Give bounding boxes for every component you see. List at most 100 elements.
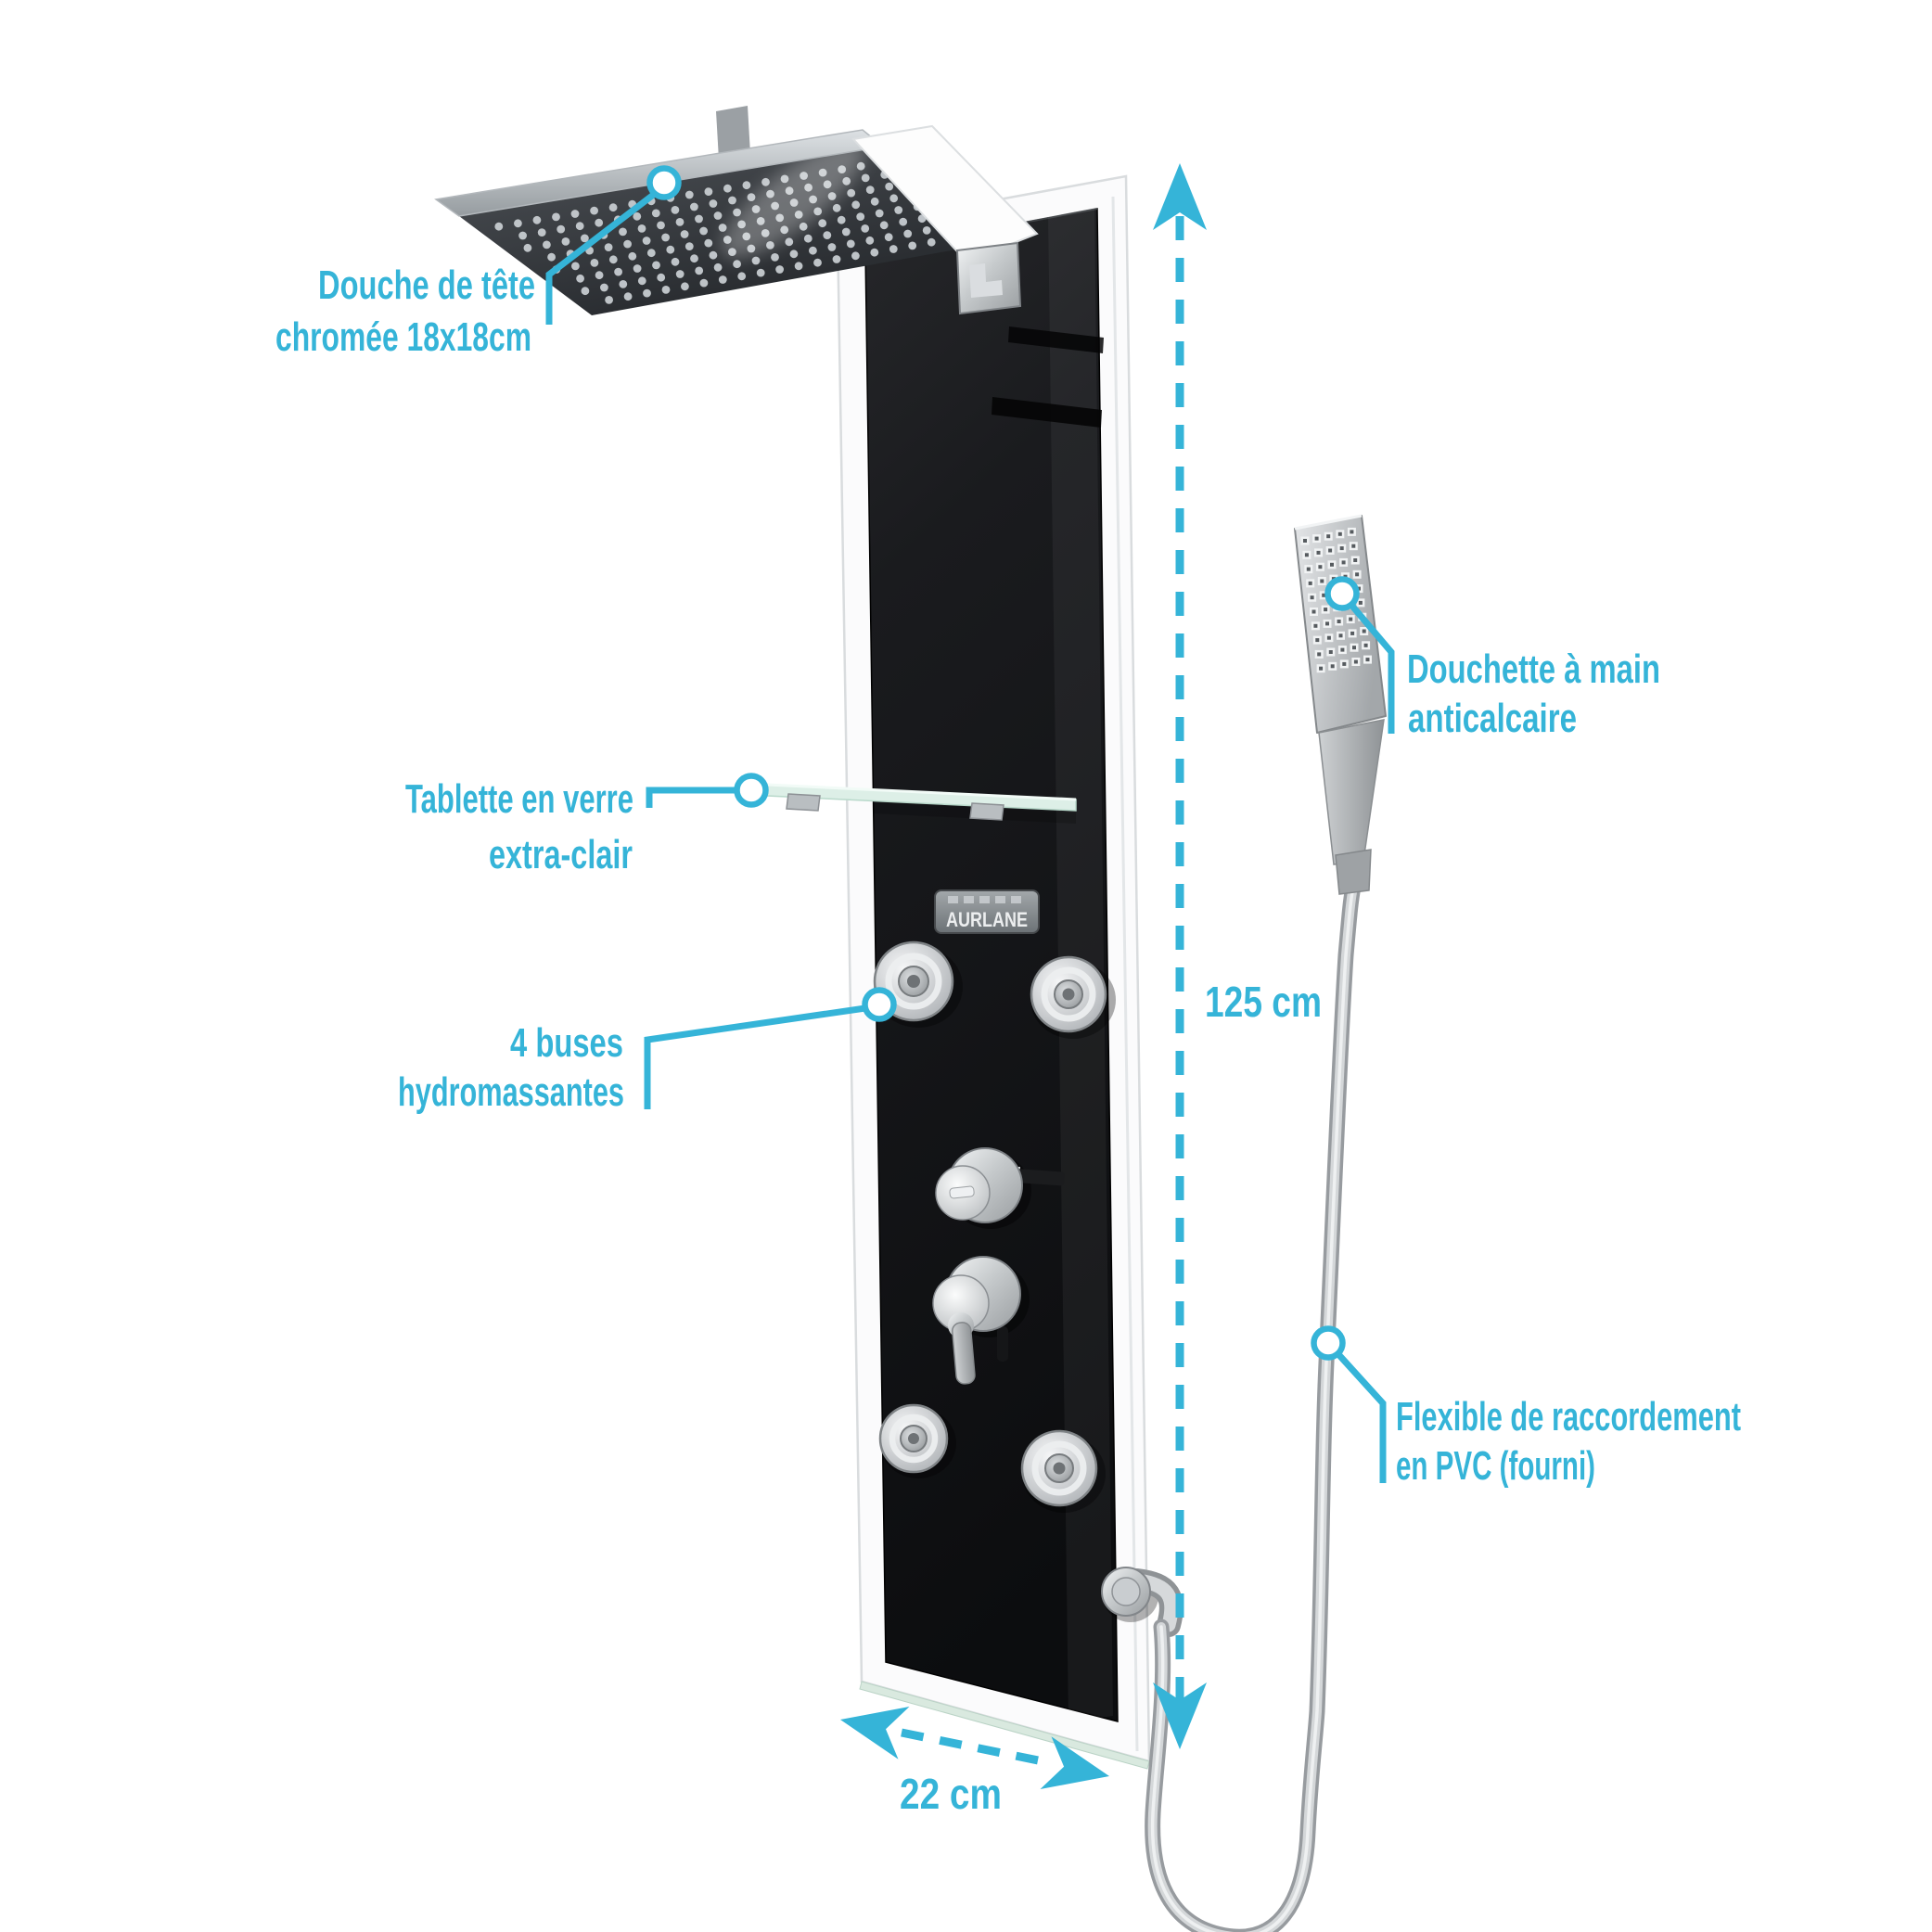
callout-marker-circle	[734, 773, 769, 808]
rain-nozzle-dot	[927, 237, 936, 247]
rain-nozzle-dot	[537, 228, 546, 237]
rain-nozzle-dot	[894, 206, 903, 214]
rain-nozzle-dot	[827, 243, 837, 251]
rain-nozzle-dot	[633, 264, 642, 273]
rain-nozzle-dot	[646, 249, 656, 258]
rain-nozzle-dot	[709, 250, 718, 260]
rain-nozzle-dot	[851, 200, 861, 210]
rain-nozzle-dot	[856, 212, 865, 222]
rain-nozzle-dot	[675, 270, 685, 278]
rain-nozzle-dot	[794, 262, 803, 271]
rain-nozzle-dot	[870, 248, 879, 257]
hand-shower-nozzle-center	[1357, 586, 1361, 591]
rain-nozzle-dot	[823, 231, 832, 239]
jet-center	[907, 975, 920, 988]
waterfall-slot-lower	[992, 397, 1102, 428]
rain-nozzle-dot	[847, 188, 856, 198]
jet-ring	[885, 953, 942, 1010]
hand-shower-nozzle-center	[1337, 620, 1341, 623]
hand-shower-nozzle-center	[1337, 531, 1342, 536]
massage-jet-bottom-right	[1020, 1429, 1106, 1513]
rain-nozzle-dot	[884, 233, 893, 242]
jet-center	[908, 1433, 919, 1444]
rain-nozzle-dot	[523, 243, 532, 252]
hand-shower-nozzle-center	[1340, 647, 1345, 652]
rain-nozzle-dot	[575, 222, 584, 231]
hand-shower-hose-nut	[1335, 849, 1372, 895]
rain-nozzle-dot	[576, 274, 584, 283]
hand-shower-cap-edge	[1294, 514, 1363, 531]
rain-nozzle-dot	[908, 241, 917, 250]
rain-nozzle-dot	[561, 237, 570, 246]
hand-shower-nozzle-center	[1351, 544, 1356, 548]
rain-nozzle-dot	[543, 240, 551, 249]
jet-ring	[1041, 966, 1096, 1022]
arrow-up-icon	[1153, 163, 1207, 230]
hand-shower-nozzle-center	[1330, 562, 1334, 567]
callout-leader	[644, 1004, 866, 1109]
hand-shower-nozzle-center	[1308, 581, 1312, 585]
shelf-label-line2: extra-clair	[489, 832, 633, 877]
rain-nozzle-dot	[789, 249, 799, 259]
rain-nozzle-dot	[590, 206, 598, 215]
callout-marker-circle	[646, 165, 682, 200]
hand-shower-nozzle-center	[1350, 530, 1354, 534]
panel-glass-edge-line	[1111, 196, 1139, 1752]
arrow-right-icon	[1040, 1736, 1109, 1789]
hand-shower-nozzle-center	[1353, 558, 1358, 562]
rain-nozzle-dot	[922, 226, 931, 235]
waterfall-slot-upper	[1008, 326, 1104, 353]
rain-nozzle-dot	[865, 186, 875, 195]
hand-shower-nozzle-center	[1349, 617, 1353, 621]
rain-nozzle-dot	[695, 266, 704, 275]
hand-shower-nozzle-center	[1350, 631, 1355, 635]
callout-marker-circle	[1324, 576, 1360, 611]
rain-nozzle-dot	[595, 271, 604, 280]
rain-nozzle-dot	[623, 292, 633, 301]
hand-shower-nozzle-center	[1341, 560, 1346, 565]
rain-nozzle-dot	[661, 286, 671, 294]
callout-jets: 4 buses hydromassantes	[398, 987, 897, 1115]
rain-nozzle-dot	[899, 217, 908, 226]
mixer-lever	[932, 1256, 1030, 1385]
rain-nozzle-dot	[619, 280, 628, 288]
rain-nozzle-dot	[742, 181, 751, 190]
arrow-down-icon	[1153, 1683, 1207, 1749]
hand-shower-nozzle-center	[1339, 546, 1344, 551]
rain-nozzle-dot	[851, 251, 860, 261]
badge-glyph	[1011, 896, 1021, 903]
rain-nozzle-dot	[547, 252, 556, 262]
callout-marker-circle	[862, 987, 897, 1022]
rain-nozzle-dot	[657, 221, 665, 230]
shelf-label-line1: Tablette en verre	[405, 776, 633, 822]
shower-arm-top-tab	[716, 106, 750, 160]
hand-shower-nozzle-center	[1314, 536, 1319, 541]
panel-bottom-glass-edge	[859, 1681, 1150, 1770]
hand-shower-nozzle-center	[1320, 579, 1324, 583]
massage-jet-top-right	[1030, 955, 1116, 1039]
rain-nozzle-dot	[803, 234, 812, 243]
hand-shower-nozzle-center	[1362, 629, 1366, 633]
rain-nozzle-dot	[514, 219, 522, 228]
rain-nozzle-dot	[671, 257, 680, 266]
badge-glyph	[995, 896, 1005, 903]
rain-nozzle-dot	[605, 296, 613, 304]
rain-nozzle-dot	[681, 282, 689, 291]
bracket-detail	[969, 263, 1003, 298]
rain-nozzle-dot	[494, 222, 504, 231]
hand-shower-nozzle-center	[1311, 609, 1316, 614]
outlet-flange-center	[1111, 1577, 1141, 1606]
rain-nozzle-dot	[590, 259, 599, 267]
brand-name: AURLANE	[946, 908, 1028, 931]
water-streak-highlight	[721, 140, 865, 259]
callout-hose: Flexible de raccordement en PVC (fourni)	[1311, 1325, 1741, 1489]
rain-nozzle-dot	[785, 237, 794, 247]
rain-nozzle-dot	[651, 209, 660, 218]
hand-shower-nozzle-center	[1306, 567, 1311, 571]
rain-nozzle-dot	[704, 187, 713, 197]
hand-shower-nozzle-center	[1317, 652, 1322, 657]
hand-shower-nozzle-center	[1318, 565, 1323, 569]
hose-label-line1: Flexible de raccordement	[1396, 1394, 1741, 1439]
rain-nozzle-dot	[608, 255, 618, 264]
diverter-nub	[949, 1185, 975, 1199]
